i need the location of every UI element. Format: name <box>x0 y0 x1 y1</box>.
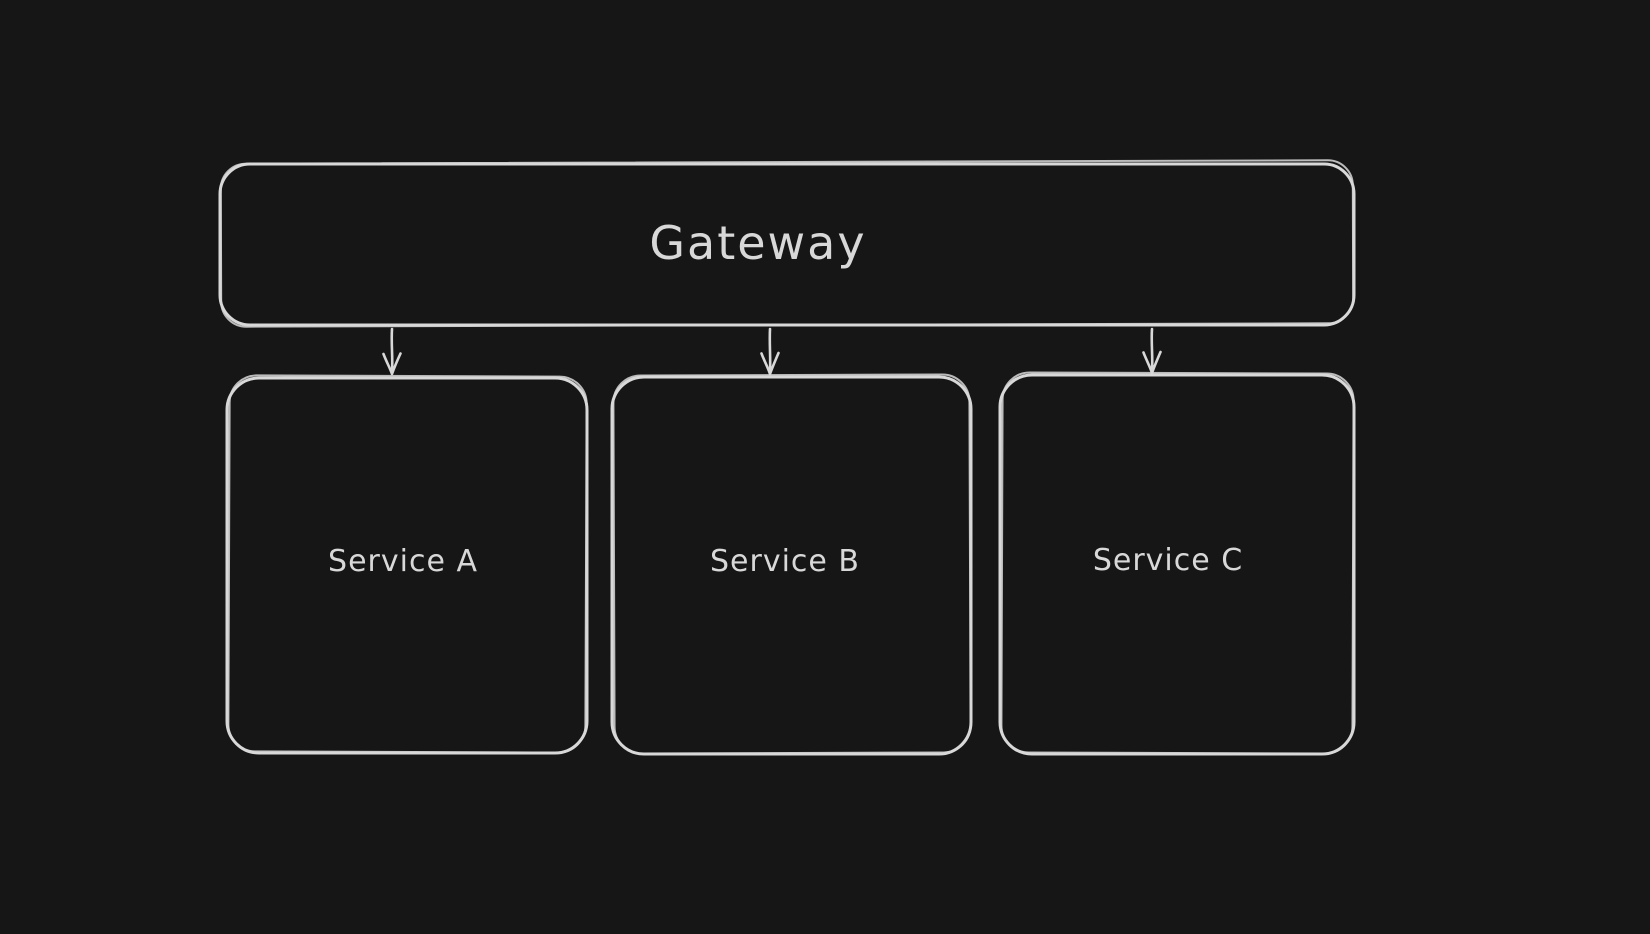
service-b-node[interactable]: Service B <box>610 373 973 756</box>
service-c-node-outline-sketch-pass <box>1000 371 1355 755</box>
service-a-label: Service A <box>328 544 478 579</box>
arrow-stem <box>390 327 394 374</box>
arrow-head <box>382 352 402 376</box>
arrow-gateway-to-service-c[interactable] <box>1142 327 1162 375</box>
gateway-node-outline-sketch-pass <box>219 159 1355 328</box>
service-c-label: Service C <box>1093 543 1243 578</box>
gateway-label: Gateway <box>649 216 866 270</box>
arrow-stem <box>1150 327 1154 373</box>
service-a-node[interactable]: Service A <box>225 374 589 755</box>
service-a-node-outline-sketch-pass <box>227 374 588 754</box>
service-b-node-outline-sketch-pass <box>612 373 972 755</box>
service-b-label: Service B <box>710 544 860 579</box>
arrow-gateway-to-service-a[interactable] <box>382 327 402 376</box>
service-c-node[interactable]: Service C <box>998 371 1356 756</box>
arrow-head <box>760 351 780 376</box>
arrow-gateway-to-service-b[interactable] <box>760 327 780 376</box>
gateway-node[interactable]: Gateway <box>218 159 1356 328</box>
